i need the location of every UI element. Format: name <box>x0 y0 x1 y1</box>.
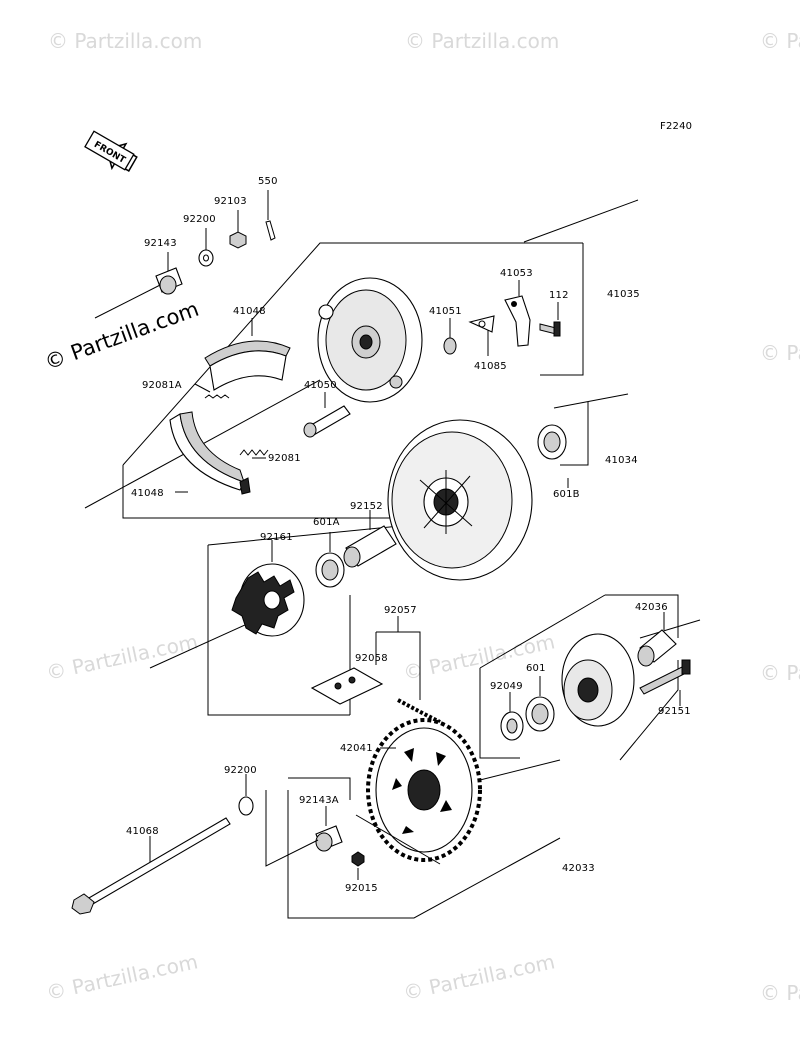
brake-shoe-41048-top <box>204 318 291 391</box>
part-label-601B: 601B <box>553 489 580 500</box>
diagram-code: F2240 <box>660 121 692 132</box>
part-label-92049: 92049 <box>490 681 523 692</box>
cotter-pin-550 <box>265 190 276 241</box>
spring-92081 <box>239 449 269 459</box>
sprocket-42041 <box>366 718 482 862</box>
nut-92103 <box>229 210 247 249</box>
bearing-601B <box>537 424 569 488</box>
master-link-92058 <box>310 667 384 705</box>
washer-92200-top <box>198 228 214 267</box>
watermark: © Partzilla.com <box>760 29 800 53</box>
spacer-92152 <box>343 510 397 568</box>
part-label-92200: 92200 <box>183 214 216 225</box>
part-labels: 550 92103 92200 92143 41053 112 41035 41… <box>126 176 691 894</box>
part-label-92057: 92057 <box>384 605 417 616</box>
brake-lever-41053 <box>504 280 531 347</box>
part-label-42033: 42033 <box>562 863 595 874</box>
bearing-601A <box>315 532 345 588</box>
part-label-41068: 41068 <box>126 826 159 837</box>
part-label-92143A: 92143A <box>299 795 339 806</box>
seal-92049 <box>500 692 524 741</box>
spring-92081A <box>194 383 230 399</box>
watermark: © Partzilla.com <box>405 29 559 53</box>
brake-shoe-41048-bottom <box>169 411 251 495</box>
nut-92015 <box>351 851 365 880</box>
part-label-601A: 601A <box>313 517 340 528</box>
axle-41068 <box>71 817 231 915</box>
part-label-92081: 92081 <box>268 453 301 464</box>
sprocket-hub-42036 <box>561 612 665 727</box>
part-label-92081A: 92081A <box>142 380 182 391</box>
collar-92143 <box>155 252 183 295</box>
front-arrow-icon: FRONT <box>84 130 138 172</box>
watermark: © Partzilla.com <box>44 949 200 1005</box>
watermark: © Partzilla.com <box>760 981 800 1005</box>
watermark: © Partzilla.com <box>401 629 557 685</box>
part-label-41034: 41034 <box>605 455 638 466</box>
lower-frame <box>265 759 561 919</box>
sprocket-hub-frame <box>479 594 701 761</box>
watermark-main: © Partzilla.com <box>42 297 202 375</box>
part-label-550: 550 <box>258 176 278 187</box>
part-label-41048: 41048 <box>131 488 164 499</box>
part-label-92151: 92151 <box>658 706 691 717</box>
part-label-41053: 41053 <box>500 268 533 279</box>
part-label-92152: 92152 <box>350 501 383 512</box>
collar-92143A <box>315 806 343 852</box>
part-label-92015: 92015 <box>345 883 378 894</box>
indicator-41085 <box>468 315 495 356</box>
watermark: © Partzilla.com <box>44 629 200 685</box>
part-label-92058: 92058 <box>355 653 388 664</box>
part-label-42041: 42041 <box>340 743 373 754</box>
damper-92161 <box>231 540 305 637</box>
part-label-42036: 42036 <box>635 602 668 613</box>
part-label-92200: 92200 <box>224 765 257 776</box>
seal-41051 <box>443 318 457 355</box>
part-label-41048: 41048 <box>233 306 266 317</box>
bearing-601 <box>525 676 555 732</box>
chain-92057 <box>375 616 441 724</box>
bolt-92151 <box>639 659 691 706</box>
washer-92200-bottom <box>238 774 254 816</box>
wheel-hub-41034 <box>387 419 533 581</box>
watermark: © Partzilla.com <box>48 29 202 53</box>
part-label-41085: 41085 <box>474 361 507 372</box>
part-label-601: 601 <box>526 663 546 674</box>
part-label-41050: 41050 <box>304 380 337 391</box>
watermark: © Partzilla.com <box>401 949 557 1005</box>
brake-panel <box>317 277 423 403</box>
bolt-112 <box>539 302 561 337</box>
part-label-92161: 92161 <box>260 532 293 543</box>
part-label-112: 112 <box>549 290 569 301</box>
collar-42036 <box>637 629 677 667</box>
part-label-41051: 41051 <box>429 306 462 317</box>
part-label-41035: 41035 <box>607 289 640 300</box>
watermark: © Partzilla.com <box>760 341 800 365</box>
watermark: © Partzilla.com <box>760 661 800 685</box>
part-label-92143: 92143 <box>144 238 177 249</box>
part-label-92103: 92103 <box>214 196 247 207</box>
cam-shaft-41050 <box>303 392 351 438</box>
